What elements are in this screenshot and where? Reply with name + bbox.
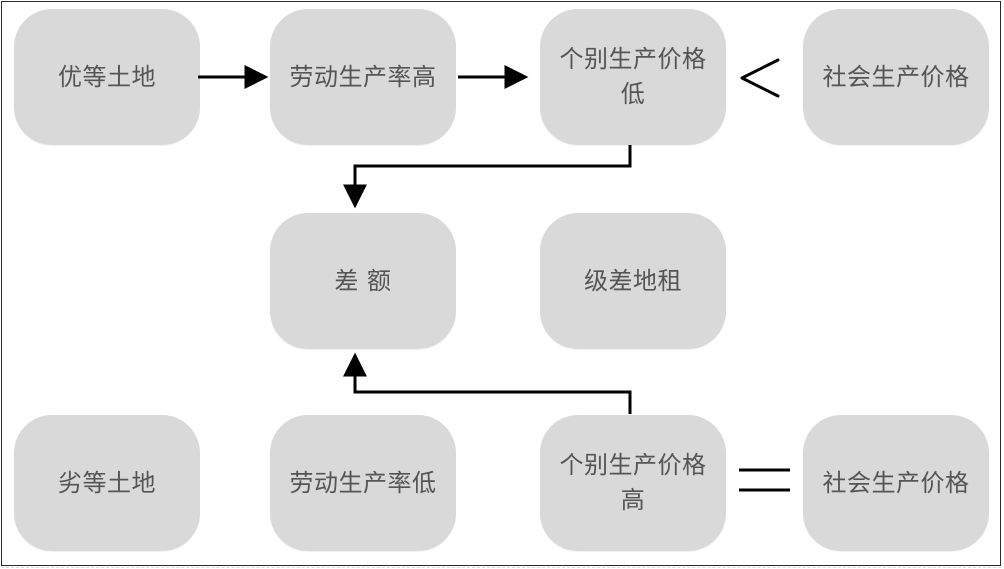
node-inferior-land-label: 劣等土地 xyxy=(58,468,156,497)
node-productivity-low-label: 劳动生产率低 xyxy=(289,468,437,497)
node-individual-price-high: 个别生产价格高 xyxy=(540,415,726,551)
node-individual-price-low: 个别生产价格低 xyxy=(540,9,726,145)
node-differential-rent: 级差地租 xyxy=(540,213,726,349)
bottom-dashed-line xyxy=(1,564,1001,568)
node-differential-rent-label: 级差地租 xyxy=(584,266,682,295)
node-productivity-high-label: 劳动生产率高 xyxy=(289,62,437,91)
node-social-price-bottom-label: 社会生产价格 xyxy=(822,468,970,497)
node-social-price-top: 社会生产价格 xyxy=(803,9,989,145)
node-productivity-high: 劳动生产率高 xyxy=(270,9,456,145)
node-individual-price-high-label: 个别生产价格高 xyxy=(559,451,707,514)
node-social-price-bottom: 社会生产价格 xyxy=(803,415,989,551)
node-difference: 差 额 xyxy=(270,213,456,349)
node-difference-label: 差 额 xyxy=(334,266,392,295)
node-inferior-land: 劣等土地 xyxy=(14,415,200,551)
node-individual-price-low-label: 个别生产价格低 xyxy=(559,45,707,108)
node-productivity-low: 劳动生产率低 xyxy=(270,415,456,551)
node-social-price-top-label: 社会生产价格 xyxy=(822,62,970,91)
node-superior-land-label: 优等土地 xyxy=(58,62,156,91)
node-superior-land: 优等土地 xyxy=(14,9,200,145)
